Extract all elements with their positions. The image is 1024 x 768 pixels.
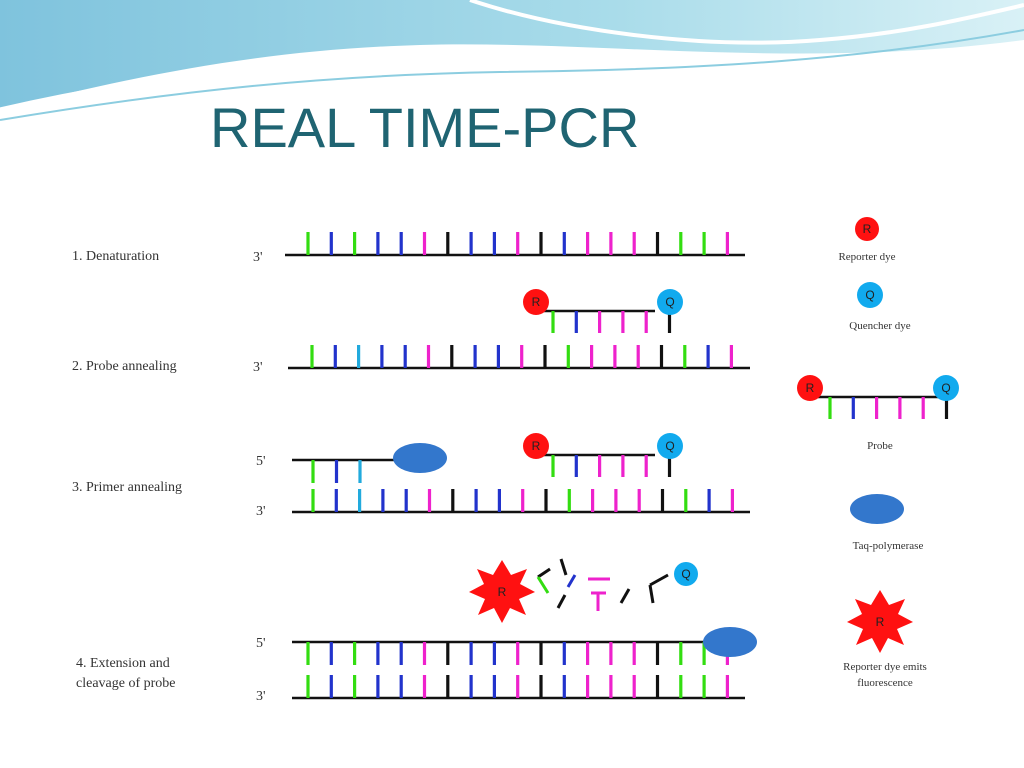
step-1-bases	[306, 232, 730, 255]
step-4-label-line1: 4. Extension and	[76, 656, 170, 671]
step-3-taq-polymerase	[393, 443, 447, 473]
step-3-reporter-letter: R	[532, 439, 541, 453]
legend-emitting-letter: R	[876, 615, 885, 629]
legend-emitting-reporter-burst	[847, 590, 913, 653]
step-4-taq-polymerase	[703, 627, 757, 657]
legend-reporter-dye-icon	[855, 217, 879, 241]
step-2-label: 2. Probe annealing	[72, 359, 177, 374]
header-wave-banner	[0, 0, 1024, 121]
legend-taq-polymerase-icon	[850, 494, 904, 524]
step-3-five-prime: 5'	[256, 454, 266, 469]
legend-probe-bases	[828, 397, 949, 419]
legend-reporter-label: Reporter dye	[838, 251, 895, 263]
step-1-three-prime: 3'	[253, 250, 263, 265]
legend-quencher-label: Quencher dye	[849, 320, 911, 332]
legend-quencher-dye-icon	[857, 282, 883, 308]
step-4-label-line2: cleavage of probe	[76, 676, 176, 691]
pcr-diagram-panel: 1. Denaturation 2. Probe annealing 3. Pr…	[70, 215, 970, 705]
step-4-five-prime: 5'	[256, 636, 266, 651]
legend-reporter-letter: R	[863, 222, 872, 236]
step-3-quencher-letter: Q	[665, 439, 674, 453]
step-3-label: 3. Primer annealing	[72, 480, 182, 495]
legend-probe-reporter-letter: R	[806, 381, 815, 395]
step-4-template-bases	[306, 675, 730, 698]
step-2-quencher-dye	[657, 289, 683, 315]
step-4-reporter-letter: R	[498, 585, 507, 599]
step-4-quencher-dye	[674, 562, 698, 586]
legend-quencher-letter: Q	[865, 288, 874, 302]
step-3-primer-bases	[311, 460, 362, 483]
step-2-three-prime: 3'	[253, 360, 263, 375]
legend-emits-label-line1: Reporter dye emits	[843, 661, 927, 673]
step-3-three-prime: 3'	[256, 504, 266, 519]
step-4-new-bases	[306, 642, 730, 665]
slide-title: REAL TIME-PCR	[210, 96, 640, 159]
step-2-reporter-dye	[523, 289, 549, 315]
legend-probe-quencher-letter: Q	[941, 381, 950, 395]
step-2-quencher-letter: Q	[665, 295, 674, 309]
step-3-quencher-dye	[657, 433, 683, 459]
step-4-reporter-burst	[469, 560, 535, 623]
step-3-reporter-dye	[523, 433, 549, 459]
step-2-bases	[310, 345, 734, 368]
legend-probe-label: Probe	[867, 440, 893, 452]
legend-probe-reporter-icon	[797, 375, 823, 401]
step-2-probe-bases	[551, 311, 672, 333]
step-4-probe-fragments	[536, 558, 669, 611]
step-4-quencher-letter: Q	[681, 567, 690, 581]
step-1-label: 1. Denaturation	[72, 249, 159, 264]
step-3-bases	[311, 489, 735, 512]
step-2-reporter-letter: R	[532, 295, 541, 309]
legend-polymerase-label: Taq-polymerase	[853, 540, 924, 552]
legend-emits-label-line2: fluorescence	[857, 677, 913, 689]
legend-probe-quencher-icon	[933, 375, 959, 401]
step-4-three-prime: 3'	[256, 689, 266, 704]
step-3-probe-bases	[551, 455, 672, 477]
pcr-diagram: 1. Denaturation 2. Probe annealing 3. Pr…	[72, 217, 959, 704]
